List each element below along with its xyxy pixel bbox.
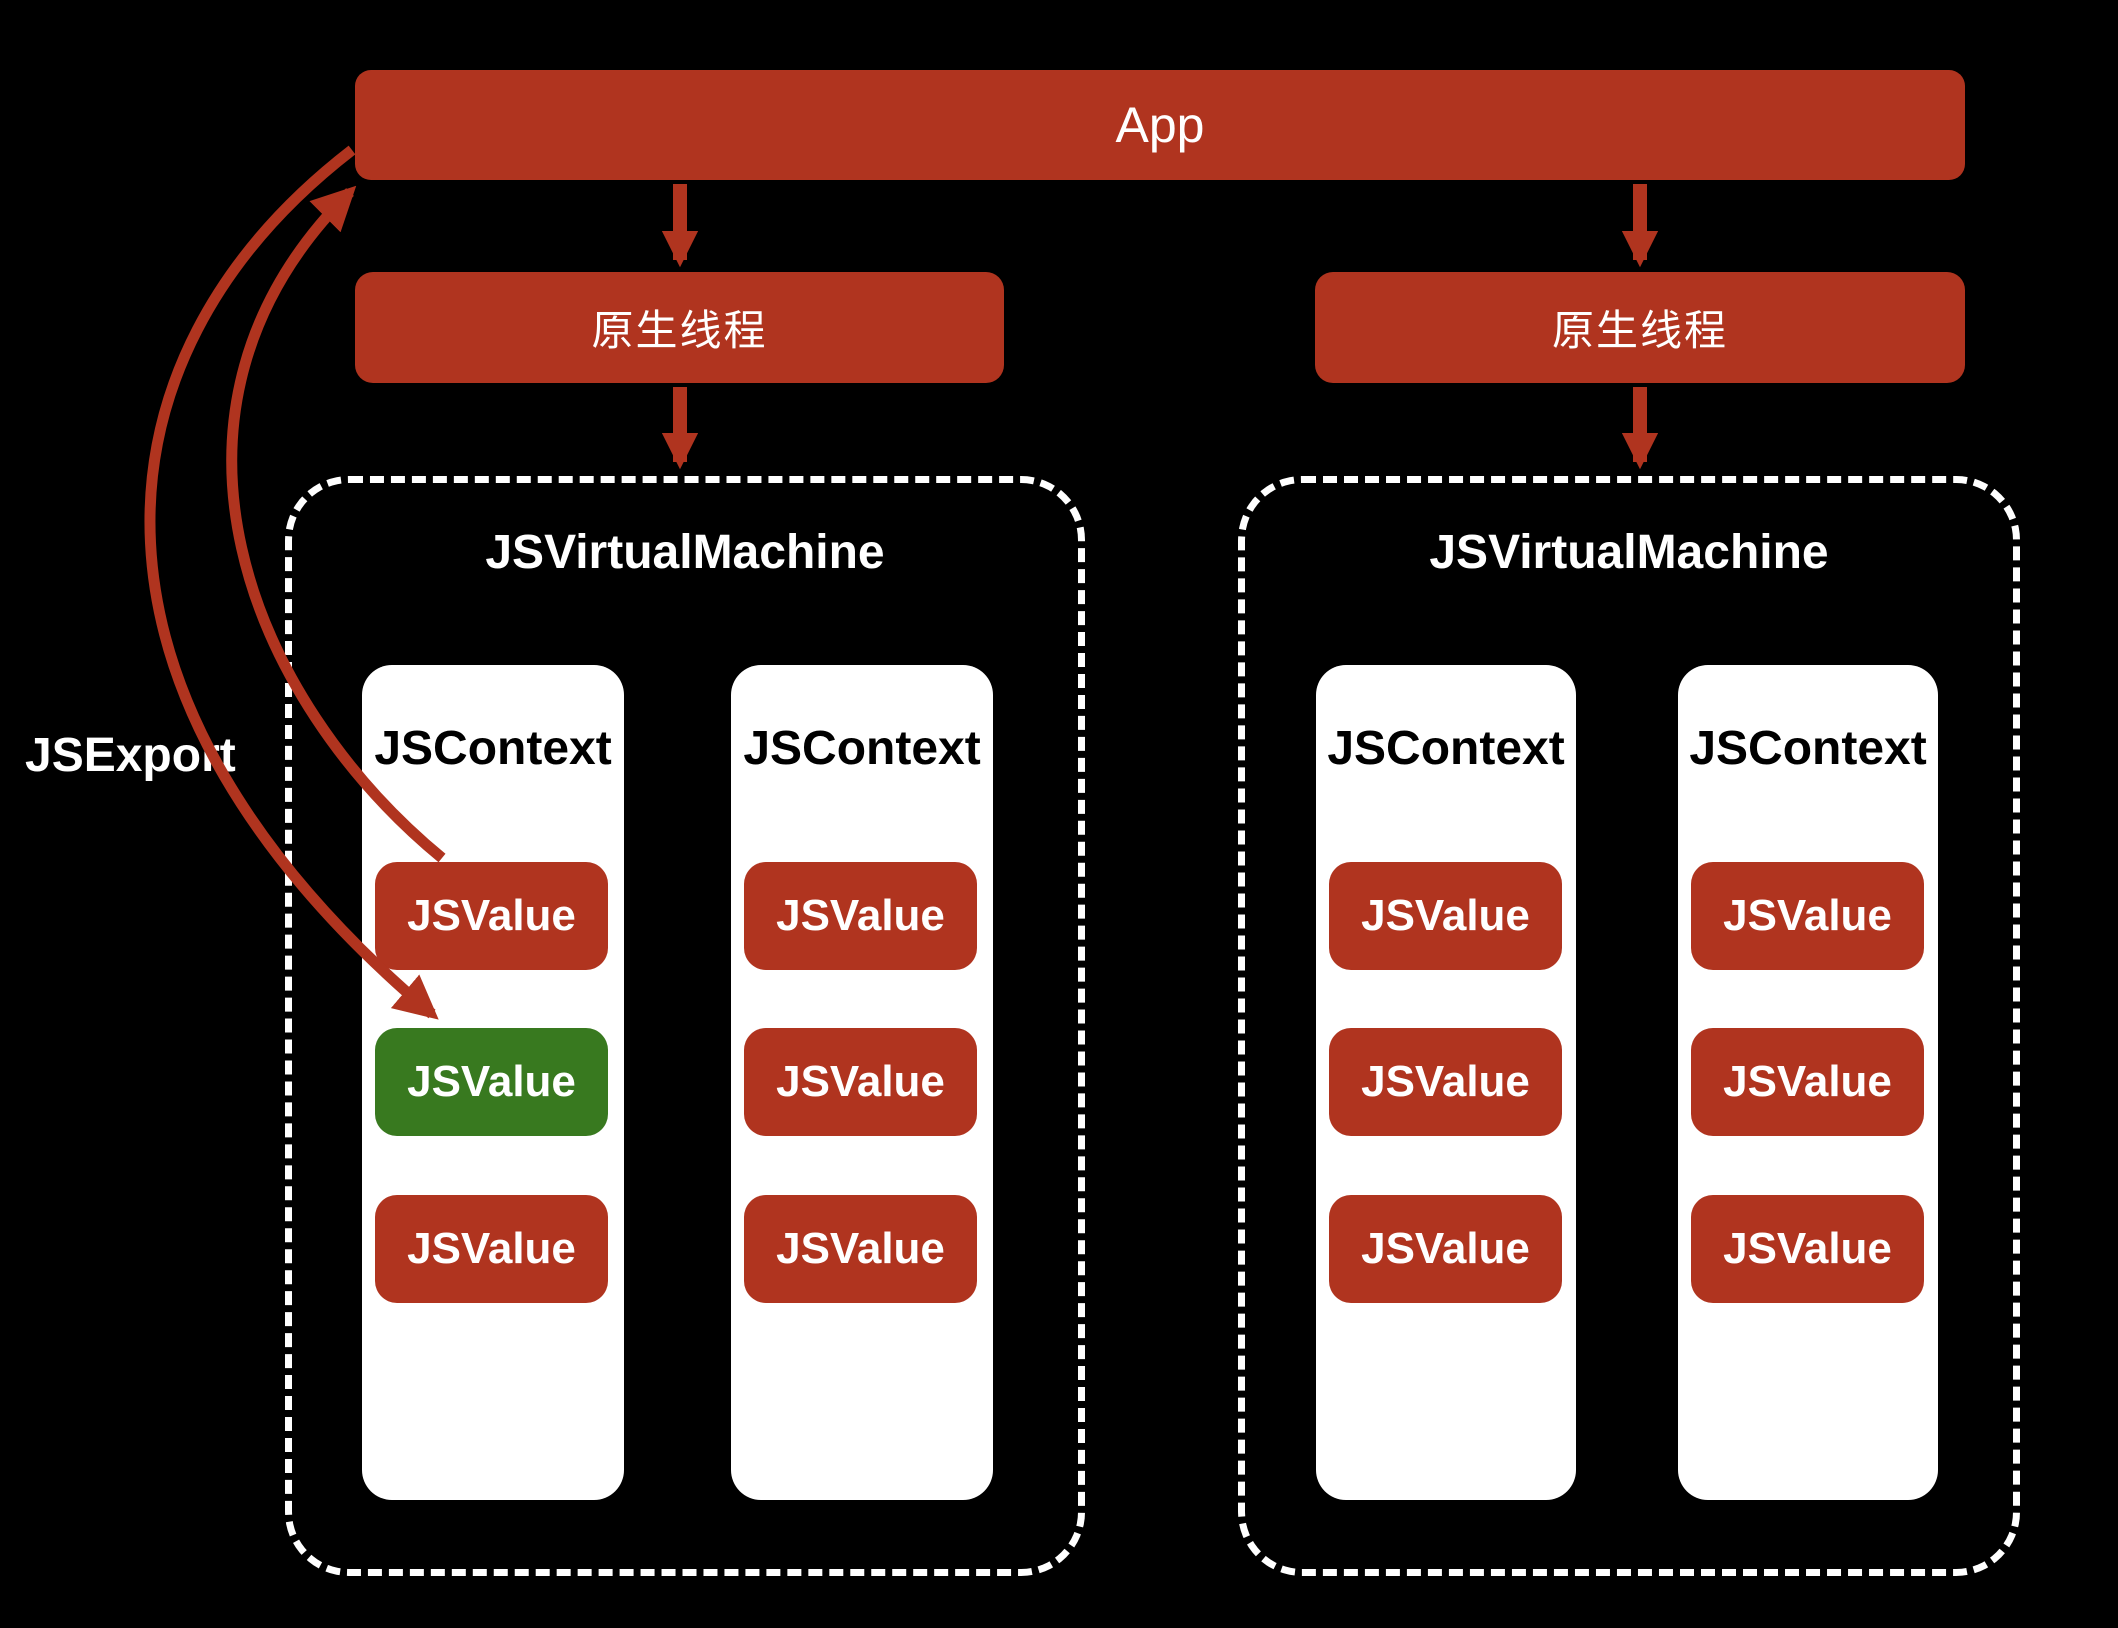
jsvirtualmachine-title: JSVirtualMachine (1429, 526, 1829, 579)
jsvalue-chip: JSValue (744, 1195, 977, 1303)
jsvalue-chip: JSValue (375, 862, 608, 970)
jsvalue-chip: JSValue (1329, 1028, 1562, 1136)
jsvalue-chip-green: JSValue (375, 1028, 608, 1136)
jscontext-title: JSContext (1327, 722, 1565, 775)
jscontext-box-1: JSContext JSValue JSValue JSValue (362, 665, 624, 1500)
native-thread-box-right: 原生线程 (1315, 272, 1965, 383)
jsvirtualmachine-title: JSVirtualMachine (485, 526, 885, 579)
native-thread-label: 原生线程 (1551, 307, 1728, 354)
app-box: App (355, 70, 1965, 180)
jscontext-box-2: JSContext JSValue JSValue JSValue (731, 665, 993, 1500)
app-label: App (1115, 97, 1205, 153)
jscontext-title: JSContext (1689, 722, 1927, 775)
jscontext-title: JSContext (374, 722, 612, 775)
jsvalue-chip: JSValue (1329, 862, 1562, 970)
jsvalue-chip: JSValue (375, 1195, 608, 1303)
jsvirtualmachine-container-left: JSVirtualMachine (285, 476, 1085, 1576)
jsexport-label: JSExport (25, 729, 236, 782)
jsvalue-chip: JSValue (744, 862, 977, 970)
jsvalue-chip: JSValue (1691, 1028, 1924, 1136)
native-thread-box-left: 原生线程 (355, 272, 1004, 383)
jscontext-box-4: JSContext JSValue JSValue JSValue (1678, 665, 1938, 1500)
jsvirtualmachine-container-right: JSVirtualMachine (1238, 476, 2020, 1576)
jsvalue-chip: JSValue (744, 1028, 977, 1136)
jsvalue-chip: JSValue (1691, 862, 1924, 970)
jscontext-box-3: JSContext JSValue JSValue JSValue (1316, 665, 1576, 1500)
jsvalue-chip: JSValue (1691, 1195, 1924, 1303)
jsvalue-chip: JSValue (1329, 1195, 1562, 1303)
jscontext-title: JSContext (743, 722, 981, 775)
native-thread-label: 原生线程 (591, 307, 768, 354)
